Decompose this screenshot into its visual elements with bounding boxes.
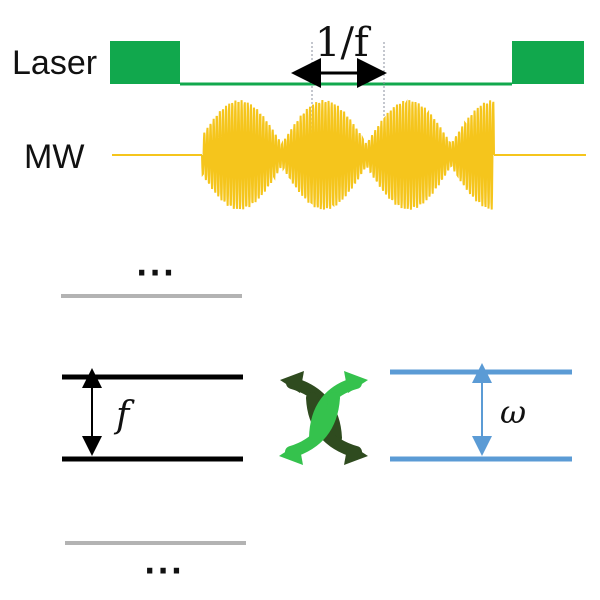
pulse-sequence-panel: Laser MW 1/f — [12, 20, 586, 210]
exchange-green-arrowhead-bottom-left — [279, 443, 303, 465]
exchange-dark-arrowhead-bottom-right — [344, 443, 368, 465]
microwave-trace — [112, 99, 586, 210]
microwave-waveform — [201, 99, 495, 210]
mw-label: MW — [24, 138, 84, 176]
exchange-dark-arrowhead-top-left — [280, 371, 304, 393]
upper-ellipsis: ··· — [136, 256, 176, 291]
exchange-icon — [279, 371, 368, 465]
left-gap-label: f — [113, 395, 135, 436]
laser-trace — [110, 41, 584, 86]
period-guides: 1/f — [291, 20, 387, 154]
energy-level-panel: ··· ··· f ω — [61, 256, 572, 589]
laser-right-pulse — [512, 41, 584, 84]
period-label: 1/f — [315, 20, 372, 66]
right-gap-label: ω — [500, 393, 526, 431]
laser-label: Laser — [12, 44, 97, 82]
lower-ellipsis: ··· — [144, 554, 184, 589]
laser-left-pulse — [110, 41, 180, 84]
exchange-green-arrowhead-top-right — [344, 371, 368, 393]
